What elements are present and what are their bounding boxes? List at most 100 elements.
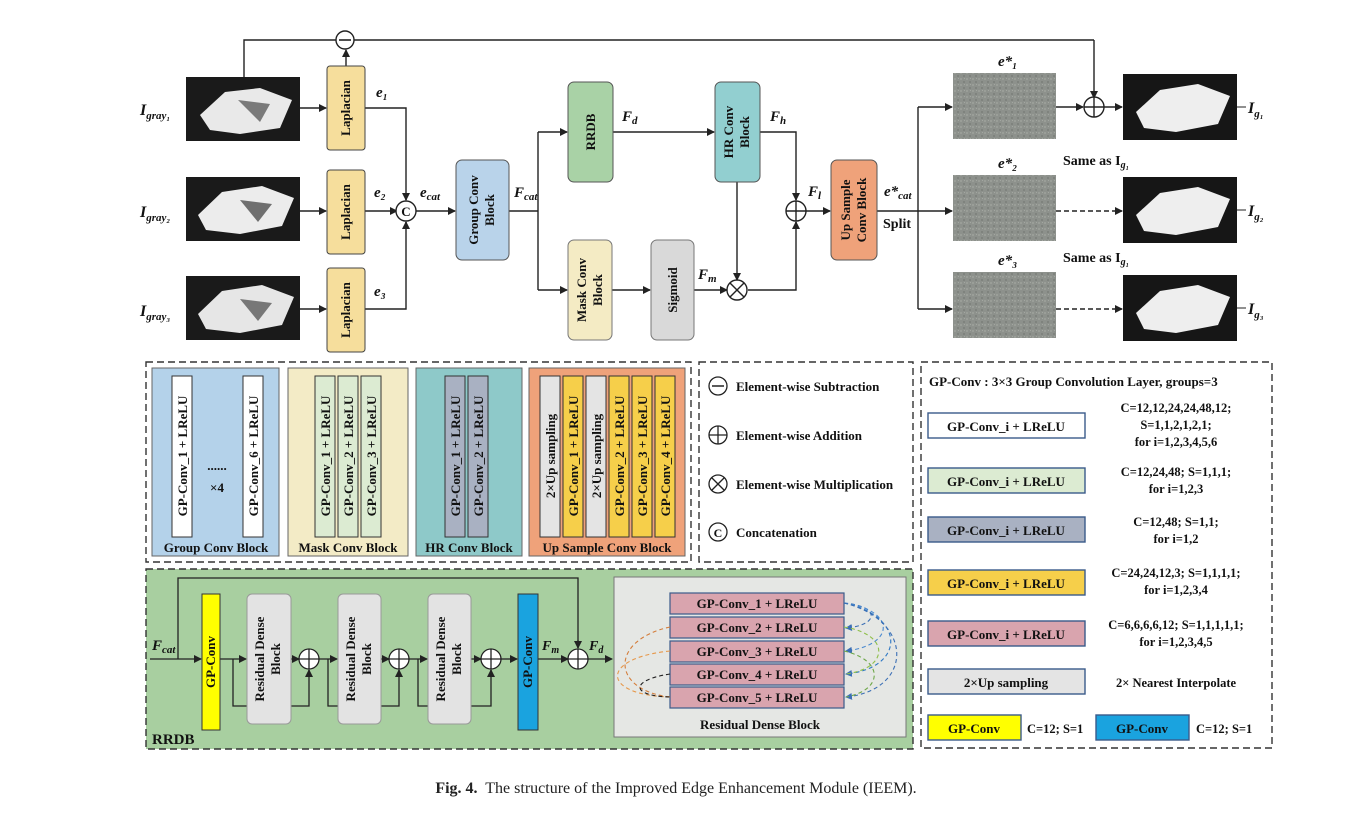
rrdb-panel-title: RRDB [152,732,195,748]
svg-text:C: C [714,526,723,540]
rrdb-residual-dense-block-2: Residual Dense Block [337,593,382,725]
residual-dense-block-title: Residual Dense Block [700,717,821,732]
svg-text:GP-Conv_i + LReLU: GP-Conv_i + LReLU [947,576,1066,591]
svg-text:GP-Conv_2 + LReLU: GP-Conv_2 + LReLU [612,395,627,516]
input-images [186,77,300,340]
legend-group-conv-title: Group Conv Block [164,540,269,555]
svg-text:GP-Conv_1 + LReLU: GP-Conv_1 + LReLU [697,596,818,611]
svg-text:Mask Conv: Mask Conv [574,258,589,322]
svg-text:GP-Conv_i + LReLU: GP-Conv_i + LReLU [947,474,1066,489]
legend-mask-conv-title: Mask Conv Block [299,540,399,555]
same-as-label-1: Same as Ig₁ [1063,154,1129,171]
input-label-2: Igray₂ [139,204,170,224]
residual-dense-block-detail: GP-Conv_1 + LReLU GP-Conv_2 + LReLU GP-C… [613,576,907,738]
sigmoid-block: Sigmoid [650,239,695,341]
gp-conv-legend-frame [920,361,1273,749]
rrdb-flow [150,577,613,707]
subtract-op [335,30,355,50]
ops-legend-frame [698,361,914,563]
output-images [1123,74,1246,341]
svg-text:Ig₁: Ig₁ [1247,100,1264,120]
svg-text:Block: Block [590,273,605,306]
input-image-1 [186,77,300,141]
svg-text:GP-Conv_1 + LReLU: GP-Conv_1 + LReLU [448,395,463,516]
svg-text:Sigmoid: Sigmoid [665,266,680,312]
svg-text:2×Up sampling: 2×Up sampling [964,675,1049,690]
gp-conv-legend-title: GP-Conv : 3×3 Group Convolution Layer, g… [929,374,1218,389]
laplacian-label-3: Laplacian [338,281,353,337]
rrdb-fm-label: Fm [541,639,559,656]
ecat-label: ecat [420,185,441,203]
svg-text:GP-Conv_i + LReLU: GP-Conv_i + LReLU [947,627,1066,642]
svg-text:for i=1,2,3,4,5: for i=1,2,3,4,5 [1139,635,1212,649]
svg-text:GP-Conv_4 + LReLU: GP-Conv_4 + LReLU [658,395,673,516]
legend-group-conv: GP-Conv_1 + LReLU GP-Conv_6 + LReLU ....… [151,367,280,557]
input-label-3: Igray₃ [139,303,170,323]
svg-text:C=6,6,6,6,12; S=1,1,1,1,1;: C=6,6,6,6,12; S=1,1,1,1,1; [1108,618,1243,632]
e2-star-label: e*₂ [998,156,1017,172]
svg-text:Block: Block [449,642,464,675]
rrdb-gp-conv-yellow: GP-Conv [201,593,221,731]
op-subtraction-text: Element-wise Subtraction [736,379,880,394]
multiply-op [726,279,748,301]
output-labels: Ig₁ Ig₂ Ig₃ [1247,100,1264,321]
e3-label: e₃ [374,284,386,300]
ecat-star-label: e*cat [884,184,913,202]
svg-text:GP-Conv: GP-Conv [520,636,535,689]
input-image-2 [186,177,300,241]
svg-text:GP-Conv_5 + LReLU: GP-Conv_5 + LReLU [697,690,818,705]
svg-text:......: ...... [207,458,227,473]
legend-up-sample: 2×Up sampling GP-Conv_1 + LReLU 2×Up sam… [528,367,686,557]
concat-op: C [395,200,417,222]
svg-text:Residual Dense: Residual Dense [252,616,267,701]
svg-text:GP-Conv_2 + LReLU: GP-Conv_2 + LReLU [341,395,356,516]
legend-up-sample-title: Up Sample Conv Block [543,540,673,555]
fcat-label: Fcat [513,185,538,203]
svg-text:GP-Conv_4 + LReLU: GP-Conv_4 + LReLU [697,667,818,682]
block-structures-frame [145,361,692,563]
svg-text:C: C [401,204,410,219]
gp-conv-legend: GP-Conv : 3×3 Group Convolution Layer, g… [927,374,1252,741]
e1-star-label: e*₁ [998,54,1017,70]
svg-text:GP-Conv_1 + LReLU: GP-Conv_1 + LReLU [318,395,333,516]
op-addition-text: Element-wise Addition [736,428,863,443]
svg-text:Up Sample: Up Sample [838,179,853,240]
svg-text:GP-Conv_2 + LReLU: GP-Conv_2 + LReLU [697,620,818,635]
caption-text: The structure of the Improved Edge Enhan… [485,780,917,797]
svg-text:C=24,24,12,3; S=1,1,1,1;: C=24,24,12,3; S=1,1,1,1; [1111,566,1240,580]
up-sample-conv-block: Up Sample Conv Block [830,159,878,261]
svg-text:GP-Conv: GP-Conv [948,721,1001,736]
input-labels: Igray₁ Igray₂ Igray₃ [139,102,170,323]
laplacian-label-2: Laplacian [338,183,353,239]
ops-legend: Element-wise Subtraction Element-wise Ad… [708,376,894,542]
hr-conv-block: HR Conv Block [714,81,761,183]
svg-text:GP-Conv_3 + LReLU: GP-Conv_3 + LReLU [635,395,650,516]
same-as-label-2: Same as Ig₁ [1063,251,1129,268]
svg-text:Block: Block [359,642,374,675]
fm-label: Fm [697,267,717,285]
input-image-3 [186,276,300,340]
svg-text:Residual Dense: Residual Dense [343,616,358,701]
input-label-1: Igray₁ [139,102,170,122]
svg-text:GP-Conv: GP-Conv [1116,721,1169,736]
svg-text:GP-Conv_i + LReLU: GP-Conv_i + LReLU [947,419,1066,434]
svg-text:GP-Conv: GP-Conv [203,636,218,689]
rrdb-residual-dense-block-1: Residual Dense Block [246,593,292,725]
e1-label: e₁ [376,85,388,101]
fd-label: Fd [621,109,638,127]
svg-text:GP-Conv_2 + LReLU: GP-Conv_2 + LReLU [471,395,486,516]
output-add-op [1083,96,1105,118]
legend-hr-conv-title: HR Conv Block [425,540,513,555]
svg-text:2×Up sampling: 2×Up sampling [589,413,604,498]
svg-text:×4: ×4 [210,480,224,495]
svg-text:2× Nearest Interpolate: 2× Nearest Interpolate [1116,676,1237,690]
svg-text:for i=1,2,3,4: for i=1,2,3,4 [1144,583,1209,597]
svg-text:GP-Conv_1 + LReLU: GP-Conv_1 + LReLU [175,395,190,516]
svg-text:for i=1,2,3,4,5,6: for i=1,2,3,4,5,6 [1135,435,1218,449]
svg-text:GP-Conv_i + LReLU: GP-Conv_i + LReLU [947,523,1066,538]
top-pipeline [243,39,1123,313]
svg-text:C=12; S=1: C=12; S=1 [1196,722,1252,736]
legend-mask-conv: GP-Conv_1 + LReLU GP-Conv_2 + LReLU GP-C… [287,367,409,557]
svg-text:Ig₂: Ig₂ [1247,203,1264,223]
mask-conv-block: Mask Conv Block [567,239,613,341]
